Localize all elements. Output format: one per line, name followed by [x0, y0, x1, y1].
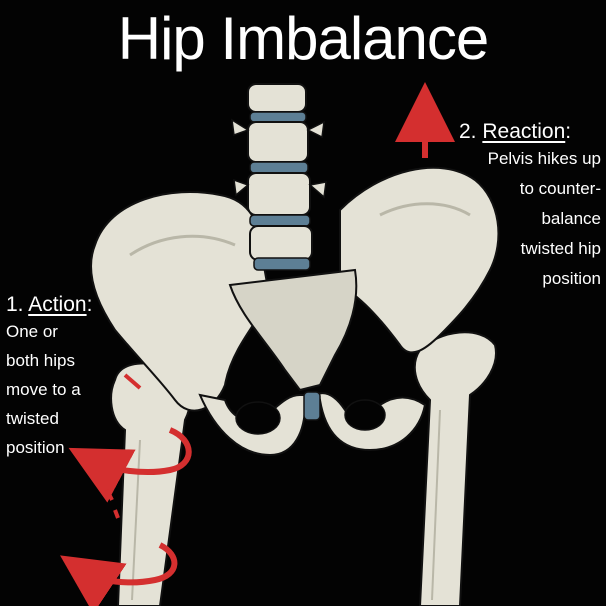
- action-label: Action: [28, 293, 87, 316]
- pelvis: [90, 166, 500, 457]
- page-title: Hip Imbalance: [117, 5, 490, 72]
- action-number: 1.: [6, 293, 24, 316]
- right-femur: [413, 331, 497, 606]
- action-line: One or: [6, 322, 58, 341]
- twist-arrows: [60, 373, 192, 606]
- reaction-callout: 2. Reaction: Pelvis hikes up to counter-…: [455, 120, 605, 294]
- reaction-line: to counter-: [519, 179, 601, 198]
- reaction-colon: :: [565, 120, 572, 143]
- action-callout: 1. Action: One or both hips move to a tw…: [6, 293, 136, 462]
- lumbar-spine: [231, 83, 327, 271]
- reaction-line: balance: [541, 209, 601, 228]
- reaction-number: 2.: [459, 120, 477, 143]
- action-line: twisted: [6, 409, 59, 428]
- reaction-line: twisted hip: [520, 239, 601, 258]
- action-heading: 1. Action:: [6, 293, 136, 317]
- action-line: both hips: [6, 351, 75, 370]
- reaction-label: Reaction: [482, 120, 566, 143]
- action-colon: :: [86, 293, 93, 316]
- reaction-line: Pelvis hikes up: [487, 149, 601, 168]
- reaction-heading: 2. Reaction:: [455, 120, 605, 144]
- action-line: position: [6, 438, 65, 457]
- action-line: move to a: [6, 380, 81, 399]
- reaction-line: position: [542, 269, 601, 288]
